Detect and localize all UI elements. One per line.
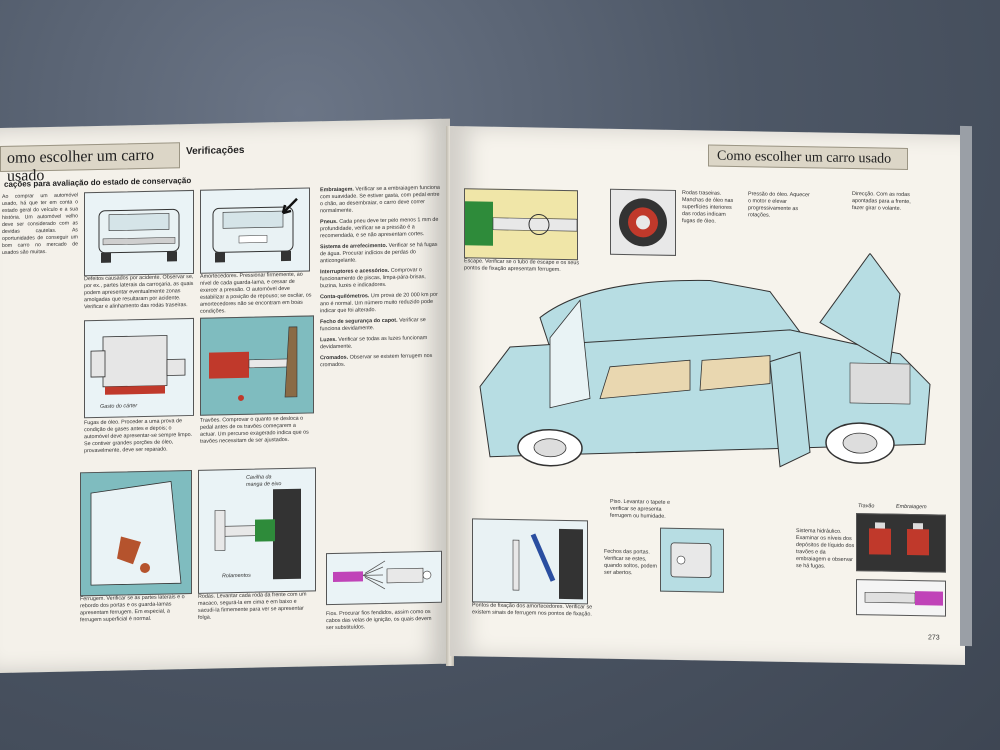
car-illustration	[470, 246, 931, 514]
checklist-item-head: Luzes.	[320, 336, 337, 344]
checklist-item-head: Fecho de segurança do capot.	[320, 317, 398, 326]
checklist-item: Sistema de arrefecimento. Verificar se h…	[320, 242, 442, 266]
checklist-item-text: Cada pneu deve ter pelo menos 1 mm de pr…	[320, 216, 439, 240]
checklist-item: Pneus. Cada pneu deve ter pelo menos 1 m…	[320, 217, 442, 241]
figure-rust	[80, 469, 192, 597]
checklist-item-head: Cromados.	[320, 354, 349, 362]
checklist-item-head: Pneus.	[320, 218, 338, 226]
figure-wires	[326, 550, 442, 606]
caption-steering: Direcção. Com as rodas apontadas para a …	[852, 191, 911, 212]
label-worn-sump: Gasto do cárter	[100, 403, 138, 410]
left-page: omo escolher um carro usado Verificações…	[0, 118, 450, 673]
caption-oil-pressure: Pressão do óleo. Aquecer o motor e eleva…	[748, 191, 810, 219]
figure-hydraulic-pipe	[856, 579, 946, 617]
caption-hydraulic: Sistema hidráulico. Examinar os níveis d…	[796, 528, 855, 570]
checklist-item: Interruptores e acessórios. Comprovar o …	[320, 267, 442, 291]
figure-wheel-bearing	[198, 467, 316, 594]
caption-wheels: Rodas. Levantar cada roda da frente com …	[198, 591, 307, 621]
checklist-item: Embraiagem. Verificar se a embraiagem fu…	[320, 185, 442, 216]
caption-oil: Fugas de óleo. Proceder a uma prova de c…	[84, 418, 193, 455]
caption-rear-wheels: Rodas traseiras. Manchas de óleo nas sup…	[682, 190, 734, 225]
figure-oil-leak	[84, 317, 194, 419]
checklist-item: Conta-quilómetros. Um prova de 20 000 km…	[320, 292, 442, 316]
label-bearings: Rolamentos	[222, 572, 251, 580]
figure-brakes	[200, 315, 314, 416]
left-body-text: Ao comprar um automóvel usado, há que te…	[2, 192, 78, 256]
caption-rust: Ferrugem. Verificar se as partes laterai…	[80, 594, 185, 624]
caption-wires: Fios. Procurar fios fendidos, assim como…	[326, 608, 432, 632]
label-kingpin: Cavilha da manga de eixo	[246, 474, 282, 488]
figure-hydraulic-reservoirs	[856, 513, 946, 573]
section-label: Verificações	[186, 144, 245, 158]
checklist-item: Fecho de segurança do capot. Verificar s…	[320, 317, 442, 334]
caption-doors: Fechos das portas. Verificar se estes, q…	[604, 548, 658, 577]
left-page-banner: omo escolher um carro usado	[0, 142, 180, 185]
caption-mounts: Pontos de fixação dos amortecedores. Ver…	[472, 602, 593, 618]
checklist-item-head: Embraiagem.	[320, 186, 354, 194]
checklist-item: Luzes. Verificar se todas as luzes funci…	[320, 335, 442, 352]
page-number: 273	[928, 634, 940, 642]
label-clutch: Embraiagem	[896, 503, 927, 511]
label-brake: Travão	[858, 503, 875, 510]
checklist-column: Embraiagem. Verificar se a embraiagem fu…	[320, 185, 442, 458]
right-page-banner: Como escolher um carro usado	[708, 144, 908, 170]
open-book: omo escolher um carro usado Verificações…	[0, 108, 975, 678]
figure-exhaust	[464, 188, 578, 261]
figure-shock-mounts	[472, 518, 588, 605]
book-cover-edge	[960, 125, 972, 647]
right-page: Como escolher um carro usado Escape. Ver…	[450, 126, 965, 665]
figure-door-latch	[660, 527, 724, 593]
figure-car-front	[84, 189, 194, 277]
checklist-item: Cromados. Observar se existem ferrugem n…	[320, 353, 442, 370]
figure-car-rear	[200, 187, 310, 274]
caption-brakes: Travões. Comprovar o quanto se desloca o…	[200, 415, 309, 445]
caption-accident: Defeitos causados por acidente. Observar…	[84, 273, 194, 311]
checklist-item-head: Conta-quilómetros.	[320, 293, 370, 301]
caption-shocks: Amortecedores. Pressionar firmemente, ao…	[200, 271, 312, 314]
figure-brake-drum	[610, 188, 676, 256]
checklist-item-text: Verificar se todas as luzes funcionam de…	[320, 335, 428, 351]
